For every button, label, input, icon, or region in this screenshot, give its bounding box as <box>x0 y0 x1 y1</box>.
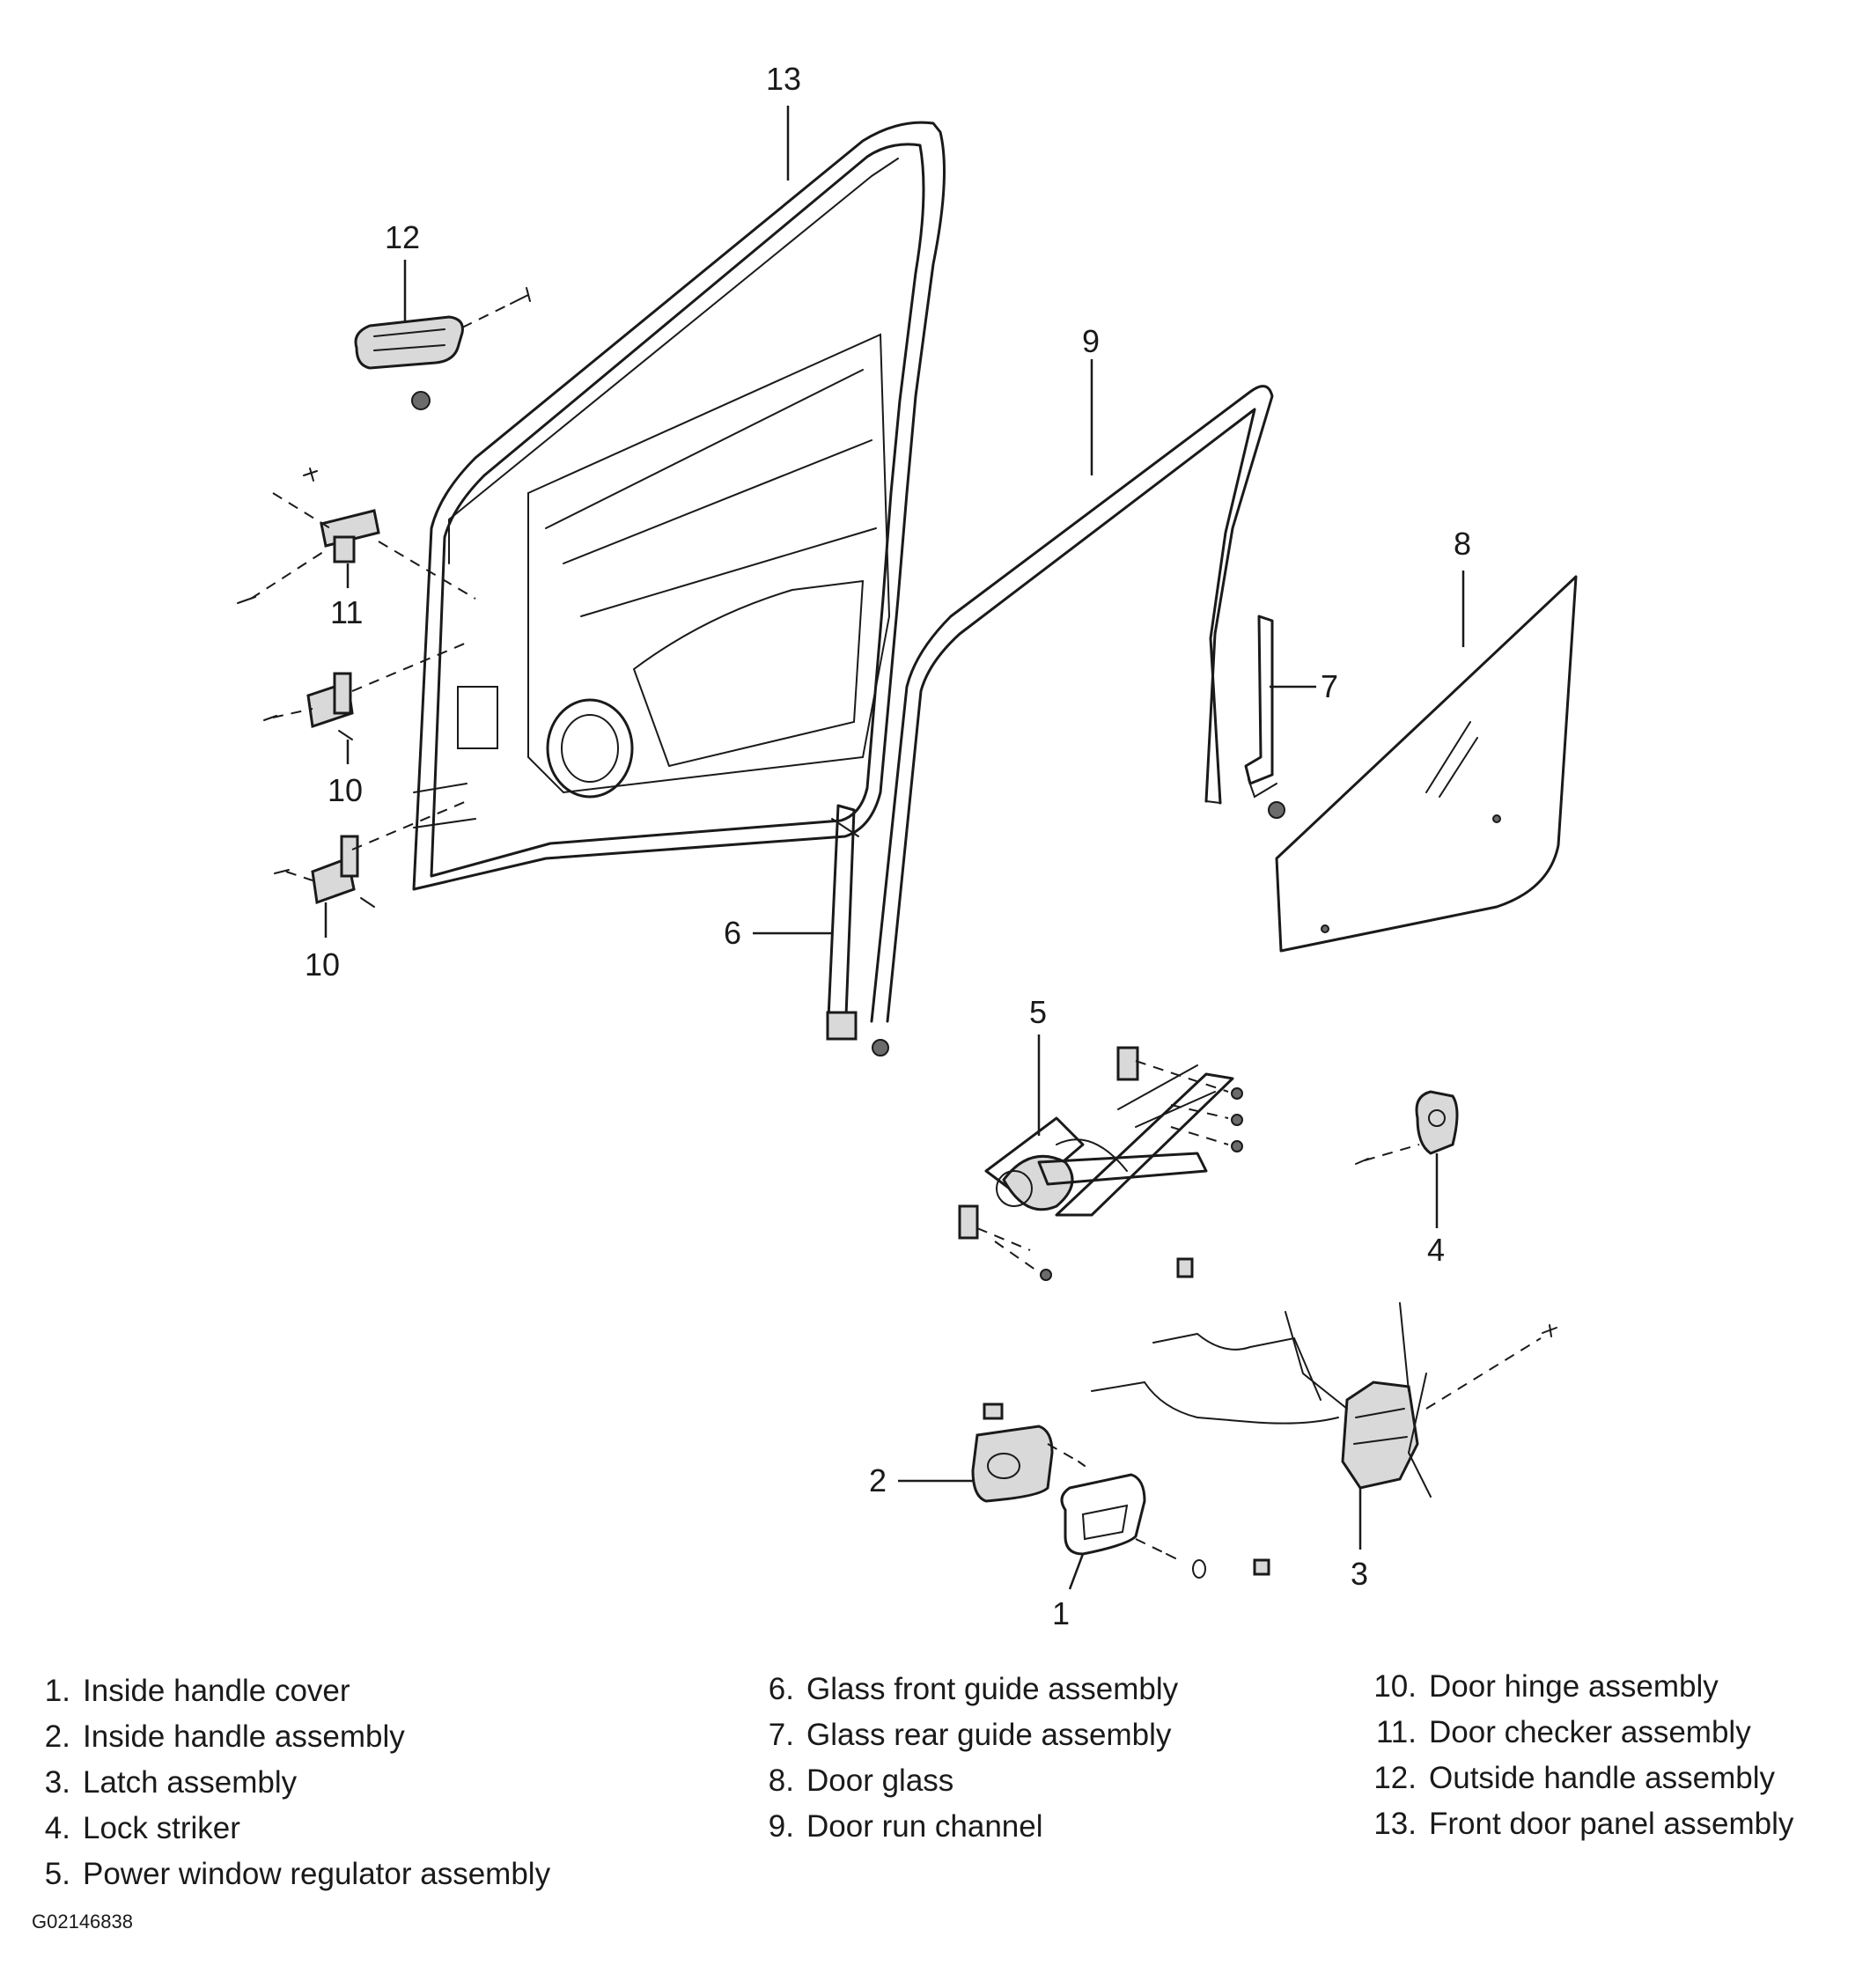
legend-label: Outside handle assembly <box>1429 1761 1775 1795</box>
door-hinge-upper-part <box>263 642 468 740</box>
legend-label: Inside handle cover <box>83 1674 350 1708</box>
glass-rear-guide-part <box>1244 615 1285 819</box>
legend-label: Door glass <box>806 1763 954 1798</box>
callout-11: 11 <box>330 594 363 630</box>
latch-assembly-part <box>1091 1302 1557 1498</box>
callout-9: 9 <box>1082 323 1100 359</box>
legend-label: Front door panel assembly <box>1429 1807 1794 1841</box>
callout-1: 1 <box>1052 1595 1070 1631</box>
door-hinge-lower-part <box>274 800 468 908</box>
legend-item: 12. Outside handle assembly <box>1360 1756 1793 1801</box>
legend-item: 1. Inside handle cover <box>32 1668 550 1714</box>
legend-item: 5. Power window regulator assembly <box>32 1852 550 1897</box>
legend-column-2: 6. Glass front guide assembly 7. Glass rea… <box>755 1667 1178 1850</box>
legend-item: 6. Glass front guide assembly <box>755 1667 1178 1712</box>
legend-number: 11. <box>1375 1715 1417 1749</box>
legend-column-3: 10. Door hinge assembly 11. Door checker a… <box>1360 1664 1793 1847</box>
legend-number: 9. <box>768 1809 794 1844</box>
callout-6: 6 <box>724 915 741 951</box>
power-window-regulator-part <box>958 1046 1243 1281</box>
front-door-panel-part <box>412 121 946 891</box>
legend-label: Glass rear guide assembly <box>806 1718 1172 1752</box>
callout-12: 12 <box>385 219 420 255</box>
glass-front-guide-part <box>826 804 889 1057</box>
door-glass-part <box>1275 575 1578 953</box>
legend-number: 12. <box>1373 1761 1417 1795</box>
callout-10b: 10 <box>305 946 340 983</box>
legend-number: 5. <box>44 1857 70 1891</box>
legend-number: 3. <box>44 1765 70 1800</box>
callout-13: 13 <box>766 61 801 97</box>
legend-label: Door hinge assembly <box>1429 1669 1719 1704</box>
callout-2: 2 <box>869 1462 887 1498</box>
door-checker-part <box>237 468 476 604</box>
callout-5: 5 <box>1029 994 1047 1030</box>
figure-code: G02146838 <box>32 1911 133 1933</box>
legend-number: 1. <box>44 1674 70 1708</box>
legend-number: 13. <box>1373 1807 1417 1841</box>
callout-3: 3 <box>1351 1556 1368 1592</box>
inside-handle-cover-part <box>1060 1473 1270 1579</box>
legend-label: Lock striker <box>83 1811 240 1845</box>
legend-number: 8. <box>768 1763 794 1798</box>
outside-handle-part <box>354 287 531 410</box>
legend-label: Power window regulator assembly <box>83 1857 551 1891</box>
legend-item: 2. Inside handle assembly <box>32 1714 550 1760</box>
door-run-channel-part <box>870 385 1274 1023</box>
callout-8: 8 <box>1454 526 1471 562</box>
legend-item: 4. Lock striker <box>32 1806 550 1852</box>
legend-label: Door run channel <box>806 1809 1043 1844</box>
lock-striker-part <box>1355 1090 1459 1165</box>
legend-item: 11. Door checker assembly <box>1360 1710 1793 1756</box>
legend-number: 7. <box>768 1718 794 1752</box>
legend-column-1: 1. Inside handle cover 2. Inside handle as… <box>32 1668 550 1897</box>
legend-item: 10. Door hinge assembly <box>1360 1664 1793 1710</box>
legend-item: 8. Door glass <box>755 1758 1178 1804</box>
legend-item: 3. Latch assembly <box>32 1760 550 1806</box>
legend-number: 4. <box>44 1811 70 1845</box>
legend-item: 9. Door run channel <box>755 1804 1178 1850</box>
legend-number: 10. <box>1373 1669 1417 1704</box>
callout-10a: 10 <box>328 772 363 808</box>
legend-item: 7. Glass rear guide assembly <box>755 1712 1178 1758</box>
legend-label: Latch assembly <box>83 1765 298 1800</box>
legend-item: 13. Front door panel assembly <box>1360 1801 1793 1847</box>
leader-1 <box>1068 1553 1085 1590</box>
inside-handle-assembly-part <box>971 1403 1086 1503</box>
legend-number: 2. <box>44 1719 70 1754</box>
callout-4: 4 <box>1427 1232 1445 1268</box>
legend-label: Inside handle assembly <box>83 1719 405 1754</box>
callout-7: 7 <box>1321 668 1338 704</box>
legend-label: Glass front guide assembly <box>806 1672 1179 1706</box>
legend-number: 6. <box>768 1672 794 1706</box>
legend-label: Door checker assembly <box>1429 1715 1751 1749</box>
